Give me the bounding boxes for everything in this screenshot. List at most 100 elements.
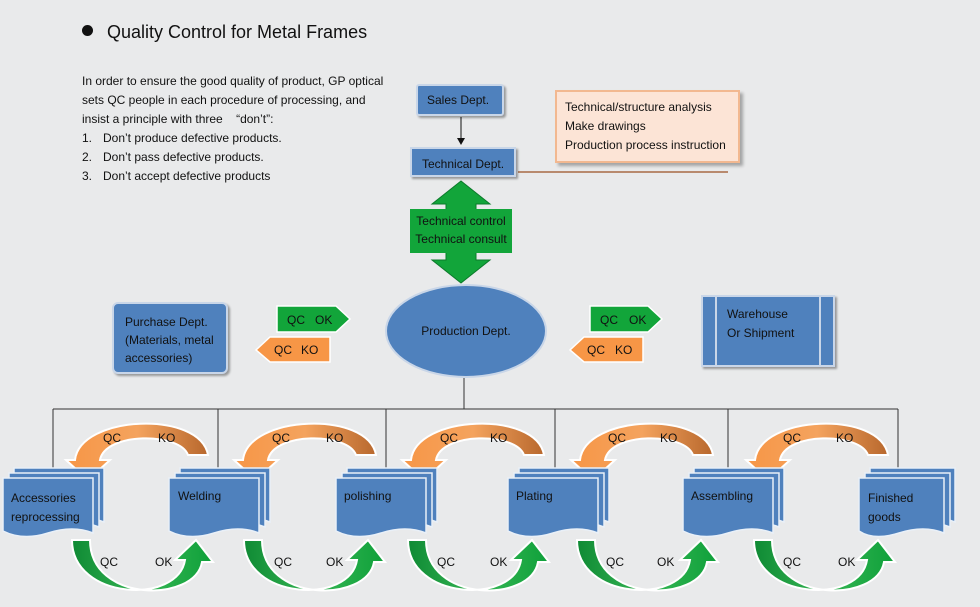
rule-text: Don’t pass defective products. [103,150,264,164]
arrow-head-icon [457,138,465,145]
qc-label: QC [287,313,305,327]
technical-control-label: Technical control [416,214,506,228]
qc-ok-curve-icon [752,538,898,592]
warehouse-label: Warehouse [727,307,788,321]
step-label-accessories: Accessories reprocessing [11,489,80,527]
qc-ko-curve-icon [231,422,378,482]
qc-ok-arrow-icon [589,305,664,333]
ok-label: OK [629,313,647,327]
ok-label: OK [155,555,173,569]
page-title: Quality Control for Metal Frames [82,22,367,43]
technical-consult-label: Technical consult [415,232,507,246]
production-ellipse [385,284,547,378]
process-step-welding [168,467,271,538]
list-item: 1. Don’t produce defective products. [82,129,392,148]
process-step-polishing [335,467,438,538]
rule-text: Don’t accept defective products [103,169,271,183]
warehouse-divider [819,297,821,365]
production-dept-label: Production Dept. [421,324,511,338]
step-label-line: reprocessing [11,510,80,524]
qc-label: QC [600,313,618,327]
ko-label: KO [158,431,176,445]
ko-label: KO [615,343,633,357]
qc-ko-curve-icon [743,422,890,482]
orange-curve-arrows [63,422,890,482]
purchase-dept-box: Purchase Dept. (Materials, metal accesso… [112,302,228,374]
sales-dept-box: Sales Dept. [416,84,504,116]
purchase-detail: accessories) [125,351,193,365]
qc-label: QC [103,431,121,445]
qc-ko-curve-icon [568,422,715,482]
ok-label: OK [657,555,675,569]
process-step-accessories [2,467,105,538]
title-text: Quality Control for Metal Frames [107,22,368,42]
qc-label: QC [608,431,626,445]
rule-number: 3. [82,169,93,183]
step-label-line: Accessories [11,491,76,505]
qc-ko-curve-icon [63,422,210,482]
rule-text: Don’t produce defective products. [103,131,282,145]
task-item: Make drawings [565,119,646,133]
qc-ok-curve-icon [406,538,552,592]
qc-label: QC [440,431,458,445]
warehouse-box: Warehouse Or Shipment [701,295,835,367]
list-item: 2. Don’t pass defective products. [82,148,392,167]
qc-label: QC [587,343,605,357]
qc-label: QC [606,555,624,569]
qc-ok-arrow-icon [276,305,352,333]
qc-label: QC [274,343,292,357]
intro-paragraph: In order to ensure the good quality of p… [82,74,384,126]
step-label-welding: Welding [178,489,222,503]
ko-label: KO [301,343,319,357]
qc-ok-curve-icon [70,538,216,592]
ok-label: OK [315,313,333,327]
qc-label: QC [783,431,801,445]
step-label-polishing: polishing [344,489,392,503]
ko-label: KO [836,431,854,445]
qc-label: QC [783,555,801,569]
ko-label: KO [490,431,508,445]
green-curve-arrows [70,538,898,592]
qc-label: QC [272,431,290,445]
intro-text: In order to ensure the good quality of p… [82,72,392,186]
process-step-assembling [682,467,785,538]
task-item: Production process instruction [565,138,726,152]
step-label-plating: Plating [516,489,553,503]
ko-label: KO [326,431,344,445]
purchase-detail: (Materials, metal [125,333,214,347]
purchase-label: Purchase Dept. [125,315,208,329]
qc-ko-arrow-icon [254,336,331,363]
step-label-assembling: Assembling [691,489,754,503]
step-label-line: goods [868,510,901,524]
qc-label: QC [437,555,455,569]
warehouse-divider [715,297,717,365]
qc-label: QC [100,555,118,569]
qc-ok-curve-icon [242,538,388,592]
bullet-icon [82,25,93,36]
ok-label: OK [838,555,856,569]
qc-ko-curve-icon [399,422,546,482]
qc-ko-arrow-icon [568,336,644,363]
ok-label: OK [490,555,508,569]
rules-list: 1. Don’t produce defective products. 2. Do… [82,129,392,186]
qc-label: QC [274,555,292,569]
list-item: 3. Don’t accept defective products [82,167,392,186]
task-item: Technical/structure analysis [565,100,712,114]
sales-dept-label: Sales Dept. [427,93,490,107]
process-step-plating [507,467,610,538]
step-label-finished: Finished goods [868,489,913,527]
shipment-label: Or Shipment [727,326,795,340]
step-label-line: Finished [868,491,914,505]
technical-dept-box: Technical Dept. [410,147,516,177]
technical-tasks-box: Technical/structure analysis Make drawin… [555,90,740,163]
process-step-boxes [2,467,956,538]
rule-number: 2. [82,150,93,164]
technical-dept-label: Technical Dept. [422,157,505,171]
ko-label: KO [660,431,678,445]
rule-number: 1. [82,131,93,145]
ok-label: OK [326,555,344,569]
process-step-finished [858,467,956,538]
qc-ok-curve-icon [575,538,721,592]
technical-control-box: Technical control Technical consult [410,209,512,253]
